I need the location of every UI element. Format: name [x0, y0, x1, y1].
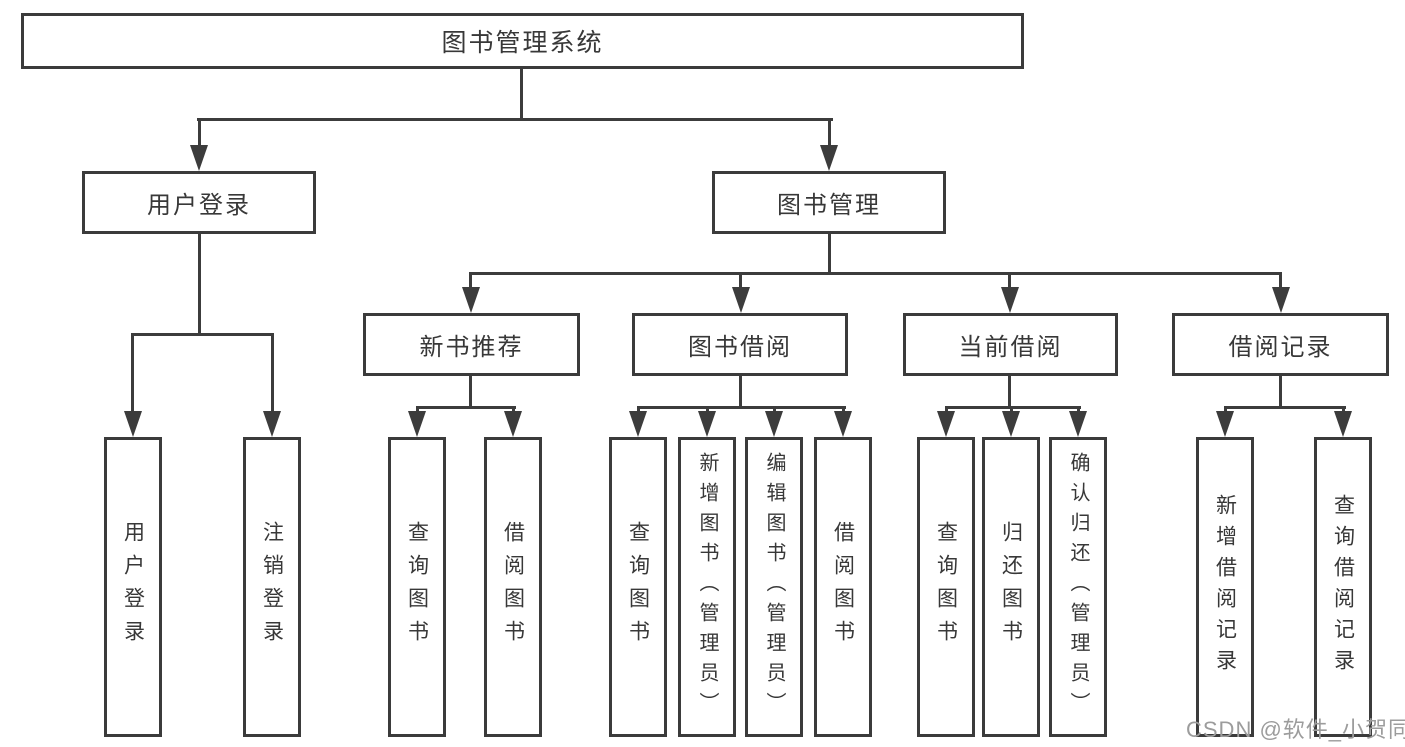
connector-segment [1279, 274, 1282, 289]
leaf-label: 编辑图书（管理员） [763, 452, 785, 722]
connector-segment [197, 118, 833, 121]
arrowhead-down-icon [765, 411, 783, 437]
node-label: 图书借阅 [688, 334, 792, 361]
arrowhead-down-icon [1069, 411, 1087, 437]
arrowhead-down-icon [629, 411, 647, 437]
connector-segment [469, 272, 1282, 275]
arrowhead-down-icon [1272, 287, 1290, 313]
leaf-query-books-current: 查询图书 [917, 437, 975, 737]
arrowhead-down-icon [1001, 287, 1019, 313]
leaf-return-books: 归还图书 [982, 437, 1040, 737]
arrowhead-down-icon [124, 411, 142, 437]
leaf-add-borrow-record: 新增借阅记录 [1196, 437, 1254, 737]
leaf-label: 新增图书（管理员） [696, 452, 718, 722]
node-label: 借阅记录 [1228, 334, 1333, 361]
connector-segment [1279, 376, 1282, 408]
arrowhead-down-icon [698, 411, 716, 437]
leaf-label: 确认归还（管理员） [1067, 452, 1089, 722]
connector-segment [131, 333, 274, 336]
leaf-borrow-books-borrowing: 借阅图书 [814, 437, 872, 737]
node-user-login: 用户登录 [82, 171, 316, 234]
arrowhead-down-icon [504, 411, 522, 437]
leaf-label: 查询借阅记录 [1331, 494, 1355, 680]
arrowhead-down-icon [1002, 411, 1020, 437]
node-label: 图书管理系统 [441, 29, 604, 57]
leaf-label: 新增借阅记录 [1213, 494, 1237, 680]
leaf-label: 用户登录 [121, 521, 145, 653]
connector-segment [828, 120, 831, 148]
connector-segment [520, 69, 523, 120]
arrowhead-down-icon [937, 411, 955, 437]
connector-segment [945, 406, 1081, 409]
node-label: 图书管理 [777, 192, 881, 219]
arrowhead-down-icon [462, 287, 480, 313]
leaf-confirm-return-admin: 确认归还（管理员） [1049, 437, 1107, 737]
connector-segment [1008, 376, 1011, 408]
connector-segment [1224, 406, 1346, 409]
leaf-edit-books-admin: 编辑图书（管理员） [745, 437, 803, 737]
connector-segment [416, 406, 516, 409]
leaf-user-login: 用户登录 [104, 437, 162, 737]
leaf-label: 查询图书 [405, 521, 429, 653]
connector-segment [1008, 274, 1011, 289]
connector-segment [739, 274, 742, 289]
arrowhead-down-icon [408, 411, 426, 437]
connector-segment [198, 234, 201, 335]
node-new-book-recommendation: 新书推荐 [363, 313, 580, 376]
leaf-borrow-books-recommendation: 借阅图书 [484, 437, 542, 737]
connector-segment [469, 376, 472, 408]
connector-segment [131, 335, 134, 413]
arrowhead-down-icon [732, 287, 750, 313]
leaf-query-borrow-record: 查询借阅记录 [1314, 437, 1372, 737]
connector-segment [828, 234, 831, 275]
leaf-logout: 注销登录 [243, 437, 301, 737]
node-label: 新书推荐 [419, 334, 524, 361]
connector-segment [198, 120, 201, 148]
node-current-borrowing: 当前借阅 [903, 313, 1118, 376]
leaf-label: 查询图书 [626, 521, 650, 653]
leaf-query-books-recommendation: 查询图书 [388, 437, 446, 737]
node-label: 用户登录 [147, 192, 251, 219]
leaf-add-books-admin: 新增图书（管理员） [678, 437, 736, 737]
leaf-label: 借阅图书 [501, 521, 525, 653]
arrowhead-down-icon [1334, 411, 1352, 437]
connector-segment [739, 376, 742, 408]
connector-segment [637, 406, 846, 409]
leaf-label: 归还图书 [999, 521, 1023, 653]
leaf-label: 借阅图书 [831, 521, 855, 653]
arrowhead-down-icon [1216, 411, 1234, 437]
leaf-query-books-borrowing: 查询图书 [609, 437, 667, 737]
connector-segment [271, 335, 274, 413]
node-book-borrowing: 图书借阅 [632, 313, 848, 376]
node-label: 当前借阅 [958, 334, 1063, 361]
arrowhead-down-icon [834, 411, 852, 437]
node-library-management-system: 图书管理系统 [21, 13, 1024, 69]
csdn-watermark: CSDN @软件_小贺同学 [1186, 717, 1405, 742]
arrowhead-down-icon [190, 145, 208, 171]
arrowhead-down-icon [263, 411, 281, 437]
leaf-label: 注销登录 [260, 521, 284, 653]
node-book-management: 图书管理 [712, 171, 946, 234]
connector-segment [469, 274, 472, 289]
leaf-label: 查询图书 [934, 521, 958, 653]
arrowhead-down-icon [820, 145, 838, 171]
node-borrowing-records: 借阅记录 [1172, 313, 1389, 376]
